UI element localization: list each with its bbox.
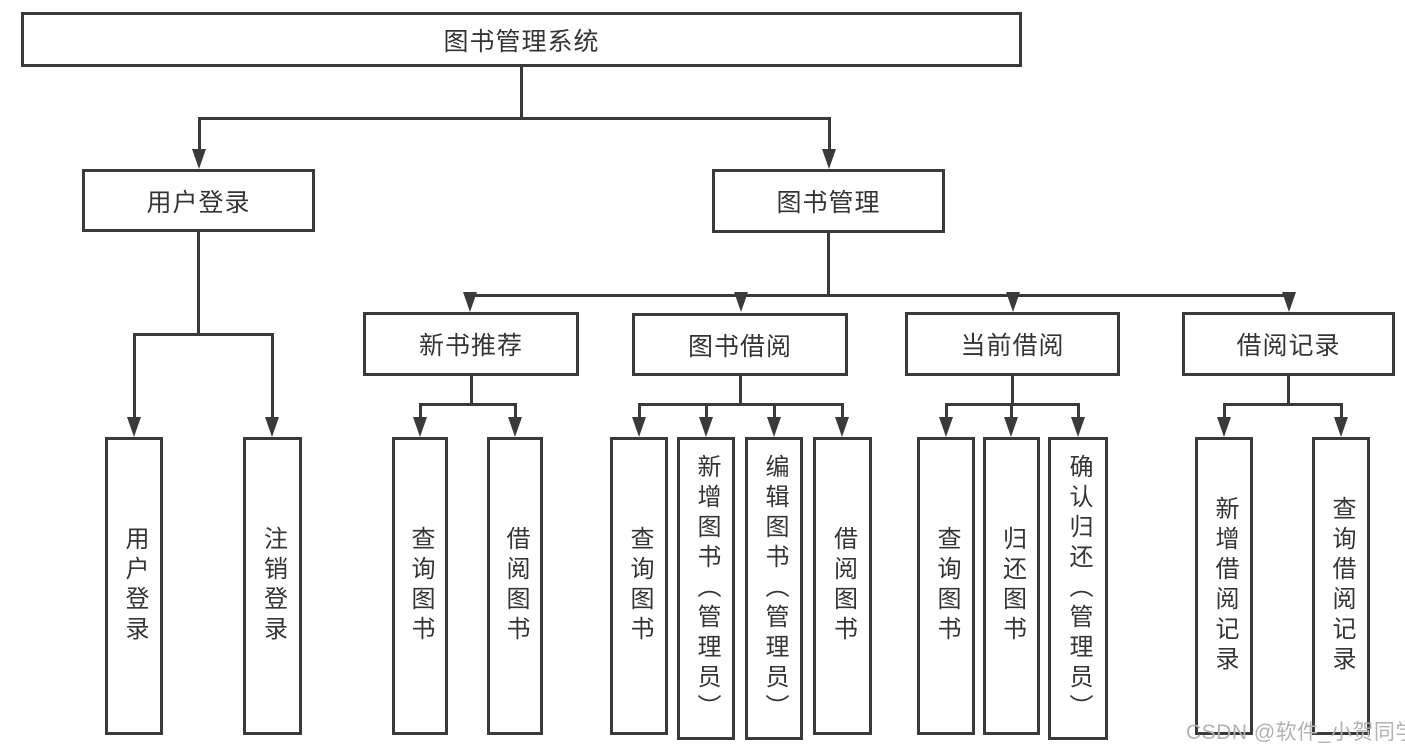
leaf-label: 查询图书 [407,526,434,646]
connector-line [1077,403,1080,418]
node-user-login: 用户登录 [82,169,315,232]
arrowhead-down [265,417,279,437]
node-book-borrowing: 图书借阅 [632,313,848,376]
arrowhead-down [1006,292,1020,312]
arrowhead-down [192,149,206,169]
leaf-borrow-books-recommend: 借阅图书 [487,437,543,735]
leaf-edit-books-admin: 编辑图书（管理员） [745,437,803,740]
connector-line [827,233,830,296]
connector-line [945,403,948,418]
leaf-add-borrow-record: 新增借阅记录 [1195,437,1253,735]
arrowhead-down [835,417,849,437]
connector-line [773,403,776,418]
connector-line [470,376,473,404]
leaf-label: 新增图书（管理员） [693,453,720,724]
connector-line [638,403,641,418]
arrowhead-down [734,292,748,312]
leaf-borrow-books-borrowing: 借阅图书 [813,437,872,735]
connector-line [705,403,708,418]
node-book-management: 图书管理 [712,169,945,233]
connector-line [1223,403,1226,418]
connector-line [739,376,742,404]
connector-line [133,333,136,418]
leaf-label: 查询图书 [933,526,960,646]
leaf-label: 借阅图书 [502,526,529,646]
node-borrowing-records: 借阅记录 [1182,312,1395,376]
connector-line [469,294,1290,297]
leaf-label: 确认归还（管理员） [1065,453,1092,724]
leaf-search-books-recommend: 查询图书 [392,437,448,735]
connector-line [828,117,831,151]
arrowhead-down [127,417,141,437]
arrowhead-down [508,417,522,437]
connector-line [1010,403,1013,418]
connector-line [197,232,200,336]
node-library-management-system: 图书管理系统 [21,12,1022,67]
arrowhead-down [632,417,646,437]
connector-line [1340,403,1343,418]
leaf-confirm-return-admin: 确认归还（管理员） [1048,437,1108,740]
leaf-label: 用户登录 [121,526,148,646]
leaf-label: 查询借阅记录 [1328,496,1355,676]
connector-line [271,333,274,418]
leaf-search-books-borrowing: 查询图书 [610,437,668,735]
arrowhead-down [1004,417,1018,437]
arrowhead-down [1334,417,1348,437]
connector-line [1287,376,1290,404]
arrowhead-down [1071,417,1085,437]
arrowhead-down [1282,292,1296,312]
connector-line [419,403,422,418]
leaf-label: 新增借阅记录 [1211,496,1238,676]
connector-line [419,403,517,406]
leaf-label: 注销登录 [259,526,287,646]
connector-line [638,403,844,406]
leaf-label: 借阅图书 [829,526,857,646]
arrowhead-down [939,417,953,437]
leaf-label: 归还图书 [998,526,1026,646]
leaf-search-borrow-record: 查询借阅记录 [1312,437,1370,735]
leaf-return-books: 归还图书 [983,437,1040,735]
arrowhead-down [463,292,477,312]
connector-line [198,117,831,120]
arrowhead-down [822,149,836,169]
watermark-text: CSDN @软件_小贺同学 [1186,721,1405,744]
connector-line [841,403,844,418]
leaf-logout: 注销登录 [243,437,302,735]
arrowhead-down [1217,417,1231,437]
leaf-add-books-admin: 新增图书（管理员） [677,437,735,740]
arrowhead-down [767,417,781,437]
leaf-user-login: 用户登录 [105,437,163,735]
connector-line [514,403,517,418]
arrowhead-down [413,417,427,437]
connector-line [1011,376,1014,404]
arrowhead-down [699,417,713,437]
leaf-label: 查询图书 [626,526,653,646]
leaf-label: 编辑图书（管理员） [761,453,788,724]
connector-line [520,67,523,120]
connector-line [133,333,274,336]
leaf-search-books-current: 查询图书 [917,437,975,735]
node-new-book-recommendation: 新书推荐 [363,312,579,376]
connector-line [198,117,201,151]
connector-line [1223,403,1343,406]
node-current-borrowing: 当前借阅 [905,312,1120,376]
